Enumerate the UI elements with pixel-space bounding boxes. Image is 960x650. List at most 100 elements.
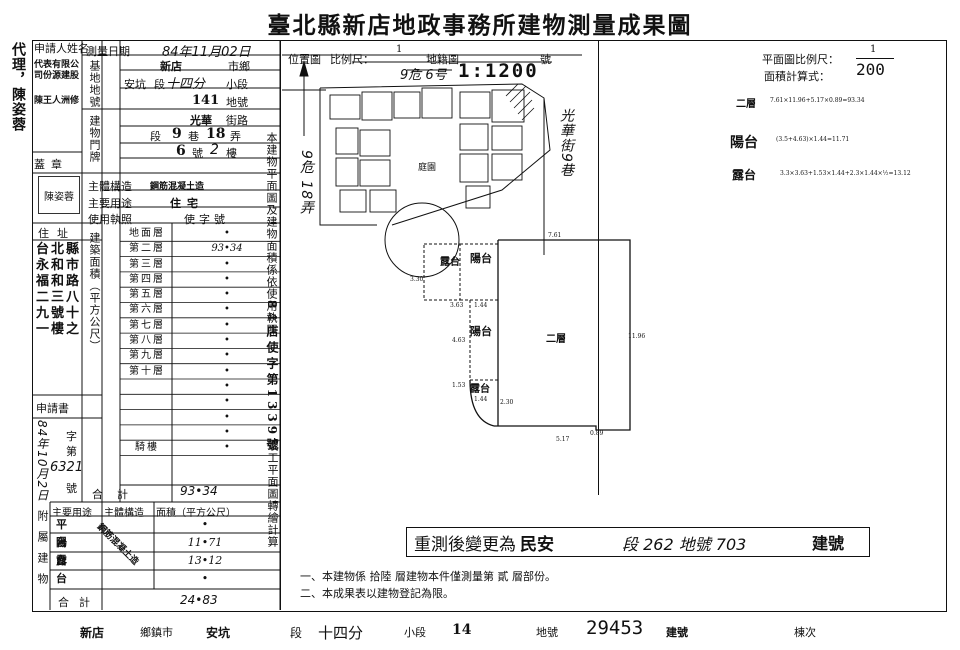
app-number: 6321 [50, 460, 84, 475]
floor-value: • [224, 258, 230, 270]
document-frame [32, 40, 947, 612]
floor-label: 地面層 [129, 228, 165, 239]
plan-scale-den: 200 [856, 60, 885, 79]
floor-value: • [224, 319, 230, 331]
subsection-suffix: 小段 [226, 78, 248, 91]
dim-left-3: 1.53 [452, 382, 466, 389]
main-use-label: 主要用途 [88, 197, 132, 210]
applicant-stamp: 陳姿蓉 [38, 176, 80, 214]
footer-duan: 段 [290, 626, 303, 640]
dim-right: 11.96 [628, 333, 646, 340]
annex-row: • [50, 570, 280, 588]
map-handwritten: 9危 6号 [400, 68, 447, 83]
plan-room-terrace-2: 露台 [470, 384, 490, 395]
footer-land-no: 14 [452, 622, 472, 638]
footer-town-label: 鄉鎮市 [140, 626, 173, 639]
floor-row: 第十層 • [122, 364, 280, 379]
license-label: 使用執照 [88, 213, 132, 226]
map-center-label: 庭園 [418, 163, 437, 173]
lane-suffix: 巷 [188, 130, 199, 143]
floor-value: • [224, 365, 230, 377]
footer-section: 安坑 [206, 626, 231, 640]
dim-left-2: 4.63 [452, 337, 466, 344]
address-value: 台北縣永和市福和路二三八九號十一樓之 [36, 242, 82, 337]
land-no: 141 [192, 93, 220, 108]
vertical-note: 本建物平面圖及建物面積係依使用執照 [265, 132, 278, 336]
floor-row: • [122, 425, 280, 440]
floor-value: 93•34 [211, 243, 243, 255]
floor-label: 第十層 [129, 365, 165, 377]
annex-row: 平台• [50, 516, 280, 549]
floor-value: • [224, 304, 230, 316]
street: 光華 [190, 114, 212, 127]
alley: 18 [206, 126, 226, 142]
floor-label: 第四層 [129, 273, 165, 285]
floor-value: • [224, 411, 230, 423]
changed-district: 民安 [520, 535, 554, 555]
plan-room-balcony-1: 陽台 [470, 252, 492, 265]
changed-suffix: 建號 [812, 534, 845, 553]
annex-row-label: 陽台 [56, 536, 77, 567]
plan-divider [598, 40, 599, 495]
changed-hand: 段 262 地號 703 [622, 535, 747, 554]
floor-value: • [224, 350, 230, 362]
terrace-formula: 3.3×3.63+1.53×1.44+2.3×1.44×½=13.12 [780, 170, 911, 177]
applicant-name-value: 陳王人洲修 [34, 96, 80, 106]
dim-230: 2.30 [500, 399, 514, 406]
balcony-label: 陽台 [730, 135, 758, 151]
agent-name: 代理，陳姿蓉 [10, 42, 26, 132]
floor-value: • [224, 228, 230, 239]
plan-room-floor2: 二層 [546, 334, 566, 345]
annex-rows: 平台•陽台 11•71 露台 13•12 • [50, 516, 280, 588]
floor-label: 騎樓 [135, 442, 159, 454]
annex-row-value: 11•71 [187, 536, 223, 549]
address-label: 住址 [38, 227, 76, 240]
document-title: 臺北縣新店地政事務所建物測量成果圖 [267, 12, 693, 39]
floor-row: 第七層• [122, 318, 280, 333]
floor-plan [423, 239, 631, 431]
annex-row-value: 13•12 [187, 554, 223, 567]
changed-note-box [406, 527, 870, 557]
floor-label: 第九層 [129, 350, 165, 362]
annex-col-struct: 主體構造 [104, 508, 144, 519]
floor2-formula: 7.61×11.96+5.17×0.89=93.34 [770, 97, 865, 104]
app-di: 第 [66, 445, 77, 458]
floor-row: 騎樓• [122, 440, 280, 455]
survey-date-label: 測量日期 [86, 45, 130, 58]
section: 安坑 [124, 78, 146, 91]
number-suffix: 號 [192, 147, 203, 160]
map-lane-label: 9危 18弄 [298, 150, 314, 216]
annex-row-label: 露台 [56, 554, 77, 585]
floor-label: 第二層 [129, 243, 165, 255]
map-scale-label: 比例尺： [330, 53, 374, 66]
door-label: 建物門牌 [88, 115, 101, 163]
district-suffix: 市鄉 [228, 60, 250, 73]
section-suffix: 段 [154, 78, 165, 91]
floor-row: • [122, 379, 280, 394]
dim-top: 7.61 [548, 232, 562, 239]
annex-row-value: • [201, 572, 209, 585]
note-1: 一、本建物係 拾陸 層建物本件僅測量第 貳 層部份。 [300, 570, 556, 583]
total-label: 合計 [92, 488, 142, 501]
main-structure-value: 鋼筋混凝土造 [150, 182, 205, 192]
footer-dihao: 地號 [536, 626, 558, 639]
annex-col-area: 面積（平方公尺） [156, 508, 236, 519]
footer-district: 新店 [80, 626, 105, 640]
floor-label: 第六層 [129, 304, 165, 316]
main-structure-label: 主體構造 [88, 180, 132, 193]
subsection: 十四分 [166, 77, 206, 92]
annex-col-use: 主要用途 [52, 508, 92, 519]
floor-label: 第三層 [129, 258, 165, 270]
floor-value: • [224, 335, 230, 347]
annex-row-value: • [201, 518, 209, 531]
annex-row: 陽台 11•71 [50, 534, 280, 567]
floor-row: 第八層• [122, 333, 280, 348]
cadastral-label: 地籍圖 [426, 53, 459, 66]
plan-scale-num: 1 [870, 44, 877, 55]
annex-total-label: 合計 [58, 596, 100, 609]
door-number: 6 [176, 143, 186, 159]
floor-row: 第五層• [122, 287, 280, 302]
balcony-formula: (3.5+4.63)×1.44=11.71 [776, 136, 850, 143]
plan-room-balcony-2: 陽台 [470, 325, 492, 338]
app-hao: 號 [66, 482, 77, 495]
